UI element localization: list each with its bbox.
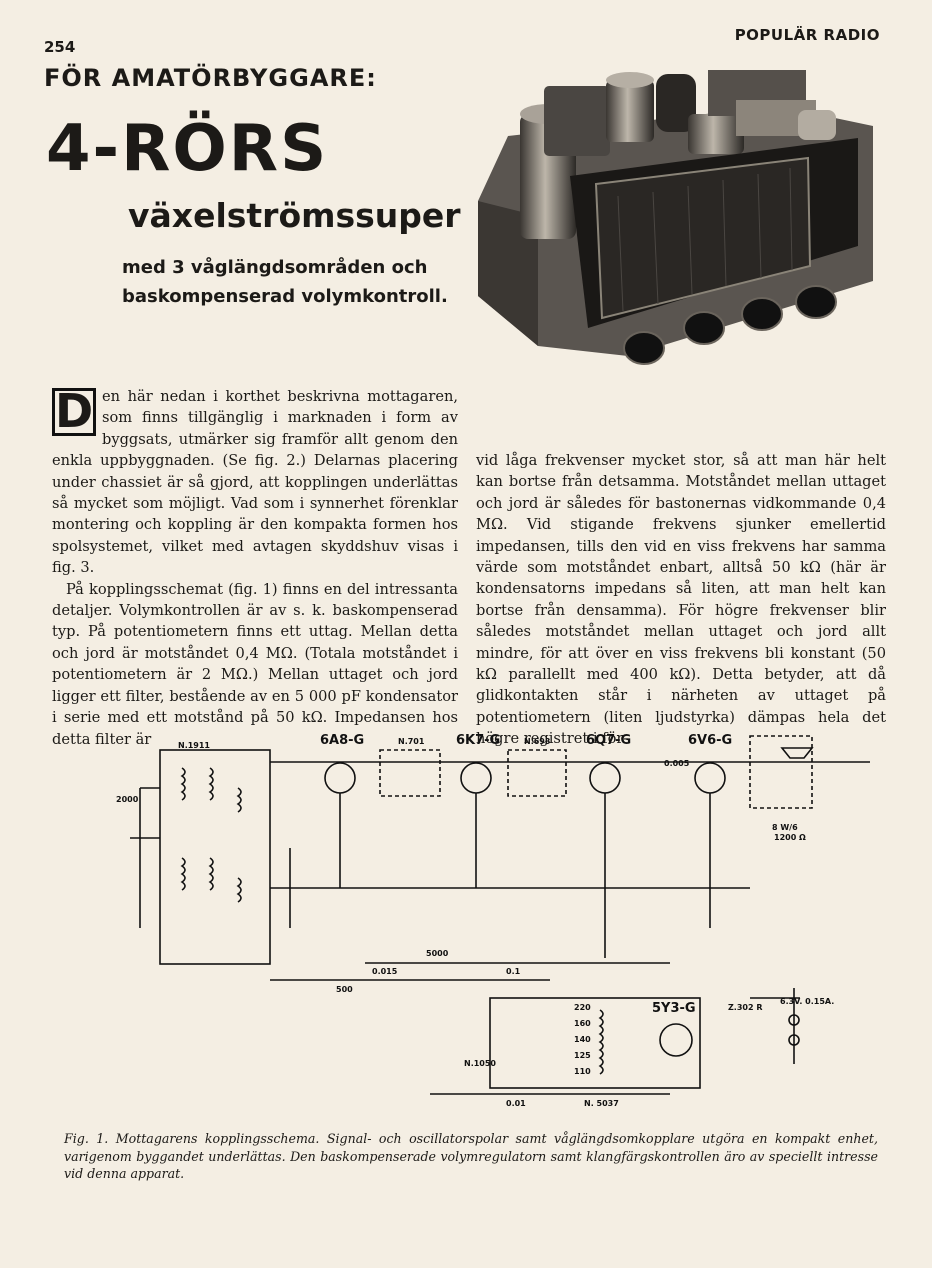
body-column-2: vid låga frekvenser mycket stor, så att … — [476, 450, 886, 750]
value-1200ohm: 1200 Ω — [774, 833, 806, 842]
value-2000: 2000 — [116, 795, 139, 804]
figure-caption: Fig. 1. Mottagarens kopplingsschema. Sig… — [64, 1131, 878, 1182]
part-label-n5037: N. 5037 — [584, 1099, 619, 1108]
tube-label-5y3g: 5Y3-G — [652, 1001, 696, 1016]
tap-220: 220 — [574, 1003, 591, 1012]
headline-title: 4-RÖRS — [46, 112, 329, 186]
value-speaker: 8 W/6 — [772, 823, 798, 832]
magazine-name: POPULÄR RADIO — [734, 26, 880, 44]
tube-label-6a8g: 6A8-G — [320, 733, 364, 748]
tap-160: 160 — [574, 1019, 591, 1028]
tube-label-6k7g: 6K7-G — [456, 733, 500, 748]
part-label-n1911: N.1911 — [178, 741, 210, 750]
headline-kicker: FÖR AMATÖRBYGGARE: — [44, 64, 377, 92]
headline-subtitle: växelströmssuper — [128, 196, 461, 235]
radio-chassis-photo — [478, 70, 873, 365]
value-0015: 0.015 — [372, 967, 398, 976]
tap-125: 125 — [574, 1051, 591, 1060]
paragraph-1-text: en här nedan i korthet beskrivna mottaga… — [52, 388, 458, 577]
paragraph-3: vid låga frekvenser mycket stor, så att … — [476, 452, 886, 748]
value-5000: 5000 — [426, 949, 449, 958]
tube-label-6q7g: 6Q7-G — [586, 733, 631, 748]
value-500: 500 — [336, 985, 353, 994]
paragraph-2: På kopplingsschemat (fig. 1) finns en de… — [52, 580, 458, 748]
headline-deck: med 3 våglängdsområden och baskompensera… — [122, 257, 448, 307]
pilot-lamp-rating: 6.3V. 0.15A. — [780, 997, 834, 1006]
drop-cap: D — [52, 388, 96, 436]
coil-group — [180, 767, 242, 903]
tube-label-6v6g: 6V6-G — [688, 733, 732, 748]
part-label-z302r: Z.302 R — [728, 1003, 762, 1012]
part-label-n701: N.701 — [398, 737, 425, 746]
value-001: 0.01 — [506, 1099, 526, 1108]
circuit-schematic: 6A8-G 6K7-G 6Q7-G 6V6-G 5Y3-G N.1911 N.7… — [116, 733, 870, 1108]
page-number: 254 — [44, 38, 76, 56]
value-0005: 0.005 — [664, 759, 690, 768]
tap-110: 110 — [574, 1067, 591, 1076]
part-label-n693: N.693 — [524, 737, 550, 746]
value-01: 0.1 — [506, 967, 521, 976]
part-label-n1050: N.1050 — [464, 1059, 496, 1068]
tap-140: 140 — [574, 1035, 591, 1044]
